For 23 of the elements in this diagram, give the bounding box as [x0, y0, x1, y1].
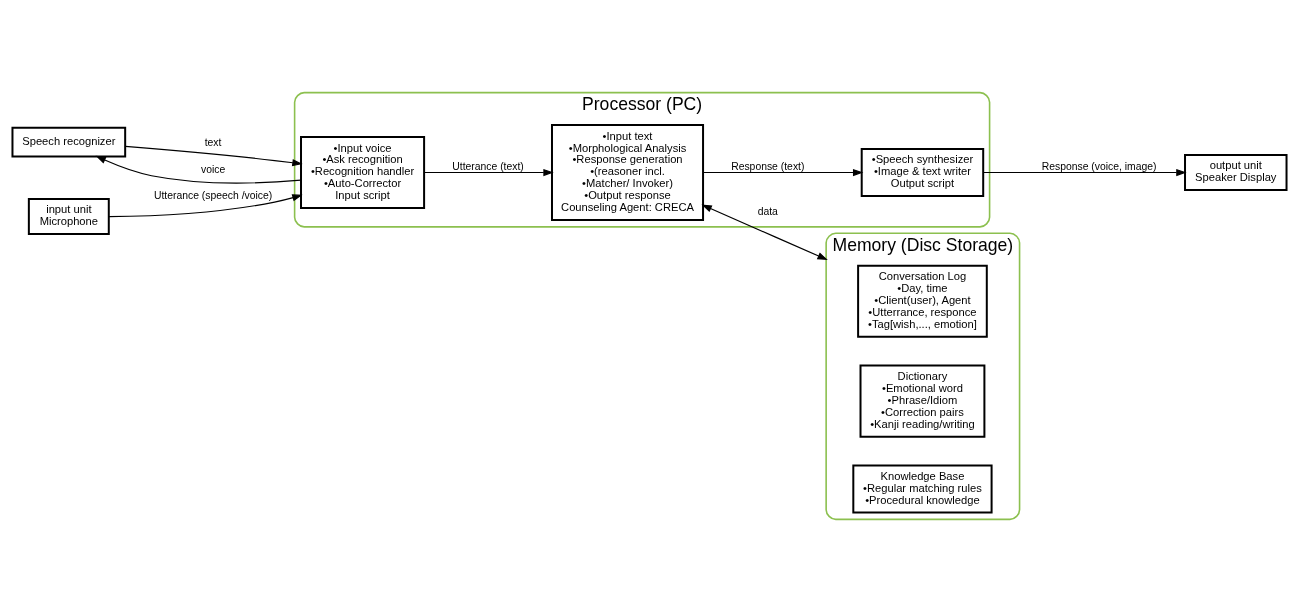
arrow	[701, 204, 828, 260]
node-box: •Speech synthesizer •Image & text writer Output script	[860, 147, 985, 197]
edge-label: Utterance (speech /voice)	[153, 189, 273, 201]
node-box: •Input text •Morphological Analysis •Response generation •(reasoner incl. •Matcher/ Invoker) •Output response Counseling Agent: CRECA	[551, 123, 705, 221]
edge-label: text	[204, 136, 222, 148]
arrow	[95, 155, 302, 184]
arrow	[423, 168, 554, 176]
edge-label: Utterance (text)	[452, 160, 524, 172]
node-box: Knowledge Base •Regular matching rules •Procedural knowledge	[852, 463, 993, 514]
edge-label: data	[757, 205, 778, 217]
arrow	[982, 168, 1187, 176]
edge-label: voice	[200, 163, 226, 175]
edge-label: Response (voice, image)	[1041, 160, 1157, 172]
node-box: Speech recognizer	[11, 126, 127, 158]
edge-label: Response (text)	[731, 160, 805, 172]
arrow	[702, 168, 864, 176]
arrow	[124, 145, 303, 166]
arrow	[108, 193, 303, 217]
node-box: input unit Microphone	[27, 197, 110, 235]
node-box: •Input voice •Ask recognition •Recognition handler •Auto-Corrector Input script	[300, 135, 426, 209]
node-box: Dictionary •Emotional word •Phrase/Idiom •Correction pairs •Kanji reading/writing	[859, 364, 986, 438]
node-box: Conversation Log •Day, time •Client(user), Agent •Utterrance, responce •Tag[wish,..., emotion]	[857, 264, 988, 338]
node-box: output unit Speaker Display	[1184, 153, 1288, 191]
